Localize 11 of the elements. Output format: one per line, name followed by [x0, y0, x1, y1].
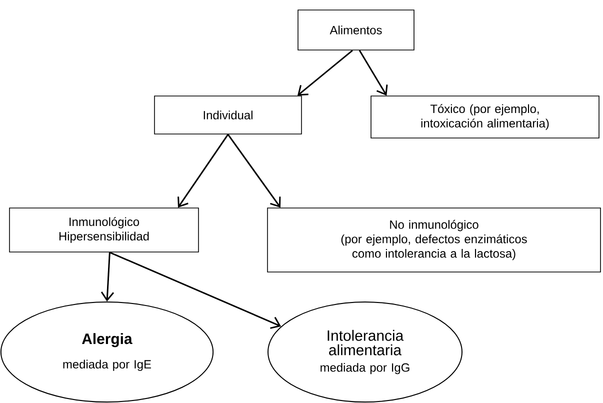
arrow — [100, 252, 114, 302]
process-box: Alimentos — [298, 10, 414, 50]
arrow — [227, 134, 281, 208]
process-box: Inmunológico Hipersensibilidad — [9, 208, 199, 252]
process-box: Tóxico (por ejemplo, intoxicación alimentaria) — [370, 96, 600, 138]
arrow — [358, 50, 388, 96]
process-box: No inmunológico (por ejemplo, defectos enzimáticos como intolerancia a la lactosa) — [267, 208, 601, 272]
arrow — [109, 252, 282, 329]
process-box: Individual — [154, 96, 302, 134]
arrow — [178, 134, 229, 208]
arrow — [297, 50, 353, 96]
